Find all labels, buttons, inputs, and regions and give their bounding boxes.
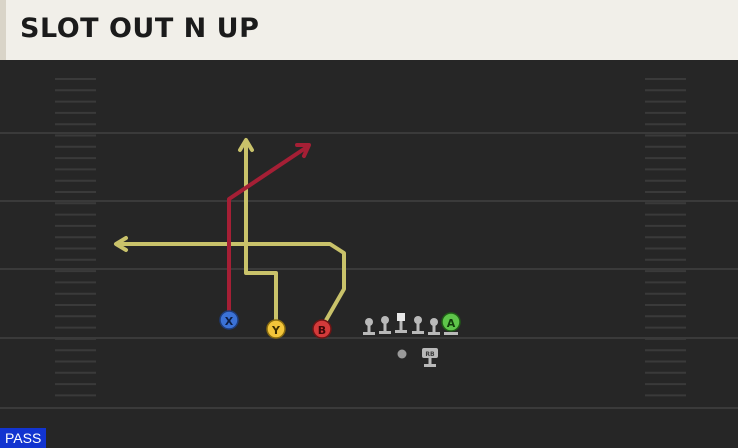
lineman-icon (412, 316, 424, 334)
a-button-icon (441, 312, 461, 332)
x-button-icon (219, 310, 239, 330)
receiver-a-label: A (447, 317, 456, 330)
receiver-y-label: Y (271, 324, 281, 337)
receiver-y[interactable]: Y (266, 319, 286, 339)
play-diagram: X Y B (0, 78, 738, 409)
receiver-a[interactable]: A (441, 312, 461, 335)
receiver-x-label: X (225, 315, 234, 328)
route-b-arrowhead (114, 236, 128, 252)
route-b-crosser (116, 242, 346, 324)
center-icon (395, 313, 407, 333)
play-title: SLOT OUT N UP (20, 13, 260, 44)
yard-lines (0, 132, 738, 409)
running-back-stem (428, 358, 432, 364)
play-title-bar: SLOT OUT N UP (0, 0, 738, 60)
offensive-line (363, 313, 440, 335)
receiver-x[interactable]: X (219, 310, 239, 330)
play-type-badge: PASS (0, 428, 47, 448)
b-button-icon (312, 319, 332, 339)
route-y-post (244, 141, 278, 324)
y-button-icon (266, 319, 286, 339)
lineman-icon (428, 318, 440, 335)
running-back-label: RB (425, 351, 435, 358)
hash-marks-left (55, 78, 96, 397)
tight-end-base (444, 332, 458, 335)
hash-marks-right (645, 78, 686, 397)
running-back[interactable]: RB (422, 348, 438, 367)
title-accent-stripe (0, 0, 6, 60)
running-back-icon (422, 348, 438, 358)
lineman-icon (363, 318, 375, 335)
play-field: X Y B (0, 60, 738, 448)
receiver-b-label: B (318, 324, 326, 337)
lineman-icon (379, 316, 391, 334)
route-x-post (227, 145, 309, 316)
quarterback-icon (397, 349, 407, 359)
route-x-arrowhead (295, 143, 311, 158)
running-back-base (424, 364, 436, 367)
route-y-arrowhead (238, 138, 254, 152)
receiver-b[interactable]: B (312, 319, 332, 339)
